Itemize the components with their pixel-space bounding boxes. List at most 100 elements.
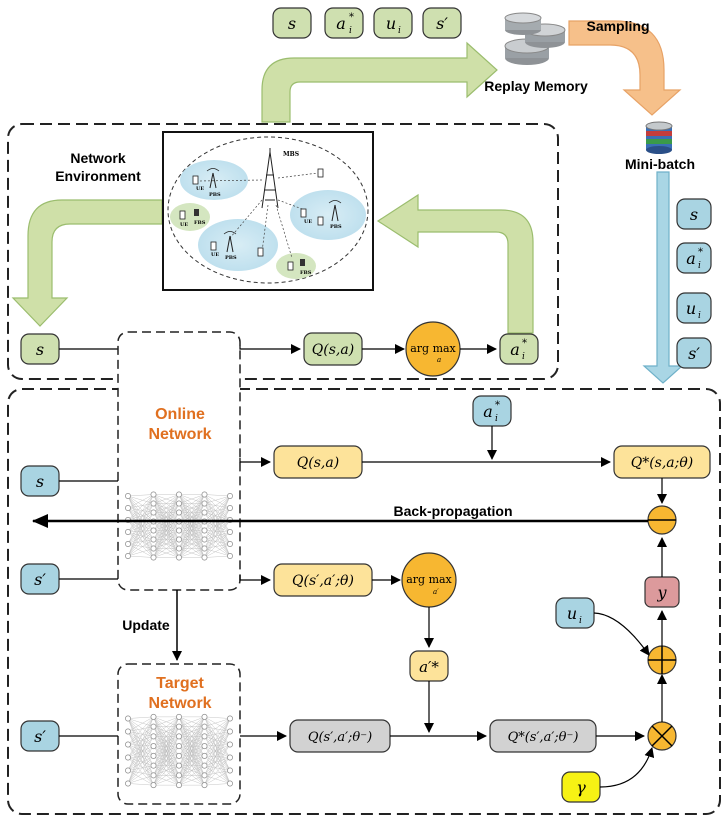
fbs-icon-left: [194, 209, 199, 216]
target-nn-link: [178, 746, 205, 786]
online-nn-link: [178, 521, 205, 558]
online-nn-link: [127, 555, 154, 558]
online-network-frame: [117, 331, 241, 591]
target-nn-link: [153, 746, 180, 786]
online-nn-link: [204, 507, 231, 540]
online-nn-link: [178, 494, 205, 540]
fbs-icon-bottom: [300, 259, 305, 266]
online-nn-link: [204, 494, 231, 497]
target-nn-link: [204, 718, 231, 786]
tuple-a-sub: i: [349, 26, 352, 36]
online-nn-link: [204, 494, 231, 521]
online-network-label-line1: Online: [155, 406, 205, 423]
target-nn-link: [127, 736, 154, 784]
online-nn-link: [153, 539, 180, 558]
target-nn-link: [178, 716, 205, 776]
target-nn-link: [204, 718, 231, 756]
online-nn-link: [153, 494, 180, 504]
target-nn-link: [178, 765, 205, 786]
online-nn-link: [178, 503, 205, 558]
target-nn-link: [127, 770, 154, 776]
target-nn-link: [127, 765, 154, 771]
mbs-label: MBS: [283, 151, 299, 158]
online-nn-link: [127, 521, 154, 533]
online-nn-link: [127, 494, 154, 521]
mb-a-sup: *: [698, 247, 703, 258]
tuple-u-label: u: [386, 14, 396, 33]
online-nn-node: [125, 553, 131, 559]
online-nn-link: [178, 494, 205, 558]
online-nn-node: [176, 536, 182, 543]
target-nn-link: [127, 718, 154, 747]
mb-a-box: [676, 242, 712, 274]
online-nn-node: [150, 536, 157, 543]
target-nn-link: [204, 718, 231, 737]
target-nn-link: [153, 716, 180, 727]
online-nn-link: [127, 539, 154, 557]
target-nn-link: [178, 716, 205, 737]
target-nn-link: [127, 731, 154, 747]
online-nn-link: [178, 530, 205, 558]
target-nn-node: [125, 780, 131, 787]
target-nn-link: [153, 716, 180, 747]
online-nn-node: [125, 541, 131, 547]
target-nn-link: [204, 731, 231, 786]
target-nn-node: [150, 713, 157, 720]
mb-s-label: s: [690, 205, 698, 224]
argmax-env-label: arg max: [410, 342, 456, 355]
target-nn-link: [127, 716, 154, 758]
links-icon: [197, 172, 319, 259]
online-nn-link: [178, 539, 205, 558]
target-nn-link: [204, 731, 231, 766]
online-nn-node: [150, 491, 157, 498]
online-nn-link: [127, 495, 154, 522]
mb-sprime-label: s′: [688, 344, 700, 363]
online-nn-link: [127, 495, 154, 513]
online-nn-link: [204, 530, 231, 533]
online-nn-link: [204, 507, 231, 513]
target-network-label-line2: Network: [148, 695, 211, 712]
target-nn-link: [127, 745, 154, 758]
target-nn-link: [204, 783, 231, 786]
target-nn-link: [204, 755, 231, 771]
online-nn-link: [204, 530, 231, 557]
online-nn-link: [204, 539, 231, 557]
online-nn-node: [150, 509, 157, 516]
reward-to-plus: [593, 612, 650, 656]
a-prime-star-label: a′*: [419, 658, 439, 676]
tuple-s-box: [272, 7, 312, 39]
target-nn-link: [204, 726, 231, 732]
target-nn-link: [204, 731, 231, 776]
gamma-label: γ: [576, 778, 586, 797]
q-online-label: Q(s,a): [297, 455, 339, 471]
target-nn-link: [127, 716, 154, 784]
tower-icon: [261, 148, 279, 209]
target-nn-link: [127, 726, 154, 784]
online-nn-link: [204, 507, 231, 549]
online-nn-link: [204, 519, 231, 540]
target-nn-link: [178, 775, 205, 786]
online-nn-link: [204, 507, 231, 558]
online-to-q: [239, 457, 271, 467]
online-nn-link: [127, 503, 154, 557]
state-sprime-label: s′: [34, 570, 46, 589]
target-nn-link: [127, 783, 154, 786]
target-nn-link: [204, 755, 231, 784]
q-env-label: Q(s,a): [312, 342, 354, 358]
online-nn-node: [150, 554, 157, 561]
online-nn-node: [201, 536, 208, 543]
mb-action-label: a: [483, 402, 493, 421]
target-nn-node: [150, 772, 157, 779]
target-nn-link: [204, 757, 231, 786]
target-nn-node: [227, 754, 233, 761]
reward-label: u: [567, 604, 577, 623]
target-nn-node: [176, 772, 182, 779]
target-nn-node: [150, 743, 157, 750]
online-nn-link: [127, 521, 154, 545]
macro-cell: [167, 136, 369, 284]
target-nn-link: [204, 757, 231, 766]
online-nn-link: [127, 512, 154, 545]
online-nn-link: [204, 530, 231, 545]
online-nn-link: [204, 495, 231, 513]
online-nn-node: [201, 527, 208, 534]
